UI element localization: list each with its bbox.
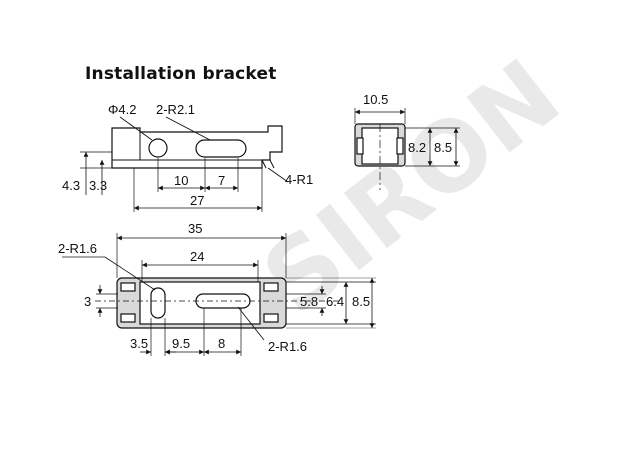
mounting-slot <box>195 139 247 158</box>
dim-35: 35 <box>188 221 202 236</box>
diagram-title: Installation bracket <box>85 64 277 84</box>
dim-7: 7 <box>218 173 225 188</box>
radius-label-left: 2-R1.6 <box>58 241 97 256</box>
side-height-8-5: 8.5 <box>434 140 452 155</box>
mounting-hole <box>148 138 168 158</box>
side-height-8-2: 8.2 <box>408 140 426 155</box>
dim-8-5: 8.5 <box>352 294 370 309</box>
radius-label-right: 2-R1.6 <box>268 339 307 354</box>
watermark: SIRON <box>243 38 580 336</box>
watermark-text: SIRON <box>243 38 580 336</box>
dim-6-4: 6.4 <box>326 294 344 309</box>
top-view <box>80 116 289 212</box>
dim-5-8: 5.8 <box>300 294 318 309</box>
side-width-label: 10.5 <box>363 92 388 107</box>
dim-3-5: 3.5 <box>130 336 148 351</box>
top-view-outline <box>111 125 283 169</box>
dim-9-5: 9.5 <box>172 336 190 351</box>
hole-diameter-label: Φ4.2 <box>108 102 136 117</box>
front-view <box>62 233 376 356</box>
dim-3-3: 3.3 <box>89 178 107 193</box>
slot-radius-label: 2-R2.1 <box>156 102 195 117</box>
dim-27: 27 <box>190 193 204 208</box>
dim-10: 10 <box>174 173 188 188</box>
dim-4-3: 4.3 <box>62 178 80 193</box>
dim-8: 8 <box>218 336 225 351</box>
corner-radius-label: 4-R1 <box>285 172 313 187</box>
front-vertical-slot <box>150 287 166 319</box>
dim-3: 3 <box>84 294 91 309</box>
dim-24: 24 <box>190 249 204 264</box>
side-view <box>354 108 460 190</box>
